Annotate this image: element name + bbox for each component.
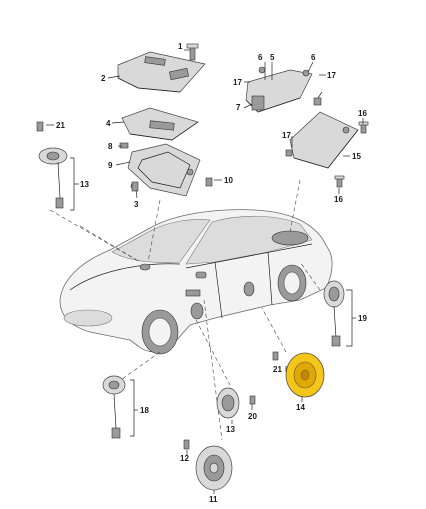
label-17a: 17 xyxy=(233,78,242,87)
label-21a: 21 xyxy=(56,121,65,130)
part-screw-20 xyxy=(249,395,256,405)
car-belt-line xyxy=(185,243,313,269)
part-screw-16b xyxy=(334,175,345,188)
leader-lines xyxy=(49,179,321,441)
label-11: 11 xyxy=(209,495,218,504)
label-16b: 16 xyxy=(334,195,343,204)
car-mirror xyxy=(195,271,207,279)
car-rear-rim xyxy=(283,271,301,295)
label-17c: 17 xyxy=(282,131,291,140)
part-cover xyxy=(117,51,206,93)
car-door-line-2 xyxy=(267,251,273,306)
label-7: 7 xyxy=(236,103,241,112)
label-15: 15 xyxy=(352,152,361,161)
part-module xyxy=(285,111,359,169)
part-screw-10 xyxy=(205,177,213,187)
part-screw-8 xyxy=(119,142,129,149)
car-door-line xyxy=(214,261,223,319)
car-illustration xyxy=(59,209,333,355)
part-speaker-center xyxy=(216,387,240,419)
part-screw-1 xyxy=(186,43,199,61)
label-17b: 17 xyxy=(327,71,336,80)
label-3: 3 xyxy=(134,200,139,209)
label-6b: 6 xyxy=(311,53,316,62)
part-amplifier xyxy=(245,66,313,113)
car-windshield xyxy=(111,219,211,263)
callout-labels: 1 2 3 4 5 6 6 7 8 9 10 11 12 13 13 14 15… xyxy=(56,42,367,504)
part-woofer-highlighted xyxy=(285,352,325,398)
label-2: 2 xyxy=(101,74,106,83)
label-10: 10 xyxy=(224,176,233,185)
car-side-windows xyxy=(185,215,313,265)
part-screw-3 xyxy=(131,181,139,192)
car-dash-speaker xyxy=(139,263,151,271)
part-screw-21b xyxy=(272,351,279,361)
part-clip-17 xyxy=(313,97,322,106)
label-20: 20 xyxy=(248,412,257,421)
label-19: 19 xyxy=(358,314,367,323)
label-16a: 16 xyxy=(358,109,367,118)
part-screw-21a xyxy=(36,121,44,132)
label-12: 12 xyxy=(180,454,189,463)
label-9: 9 xyxy=(108,161,113,170)
part-tweeter-left xyxy=(38,147,68,209)
label-6a: 6 xyxy=(258,53,263,62)
label-1: 1 xyxy=(178,42,183,51)
car-rear-window-speaker xyxy=(271,230,309,246)
label-18: 18 xyxy=(140,406,149,415)
part-screw-16a xyxy=(358,121,369,134)
label-21b: 21 xyxy=(273,365,282,374)
car-door-handle xyxy=(185,289,201,297)
label-4: 4 xyxy=(106,119,111,128)
part-speaker-right xyxy=(323,280,345,347)
part-bracket xyxy=(127,143,201,197)
part-control-unit xyxy=(121,107,199,141)
label-14: 14 xyxy=(296,403,305,412)
car-front-door-speaker xyxy=(190,302,204,320)
car-front-rim xyxy=(148,317,172,347)
part-speaker-left xyxy=(102,375,126,439)
label-13b: 13 xyxy=(226,425,235,434)
car-rear-door-speaker xyxy=(243,281,255,297)
part-screw-12 xyxy=(183,439,190,450)
part-woofer-bottom xyxy=(195,445,233,491)
label-8: 8 xyxy=(108,142,113,151)
label-13a: 13 xyxy=(80,180,89,189)
car-hood-line xyxy=(69,263,181,291)
car-grille xyxy=(63,309,113,327)
callout-lines xyxy=(46,49,364,494)
label-5: 5 xyxy=(270,53,275,62)
